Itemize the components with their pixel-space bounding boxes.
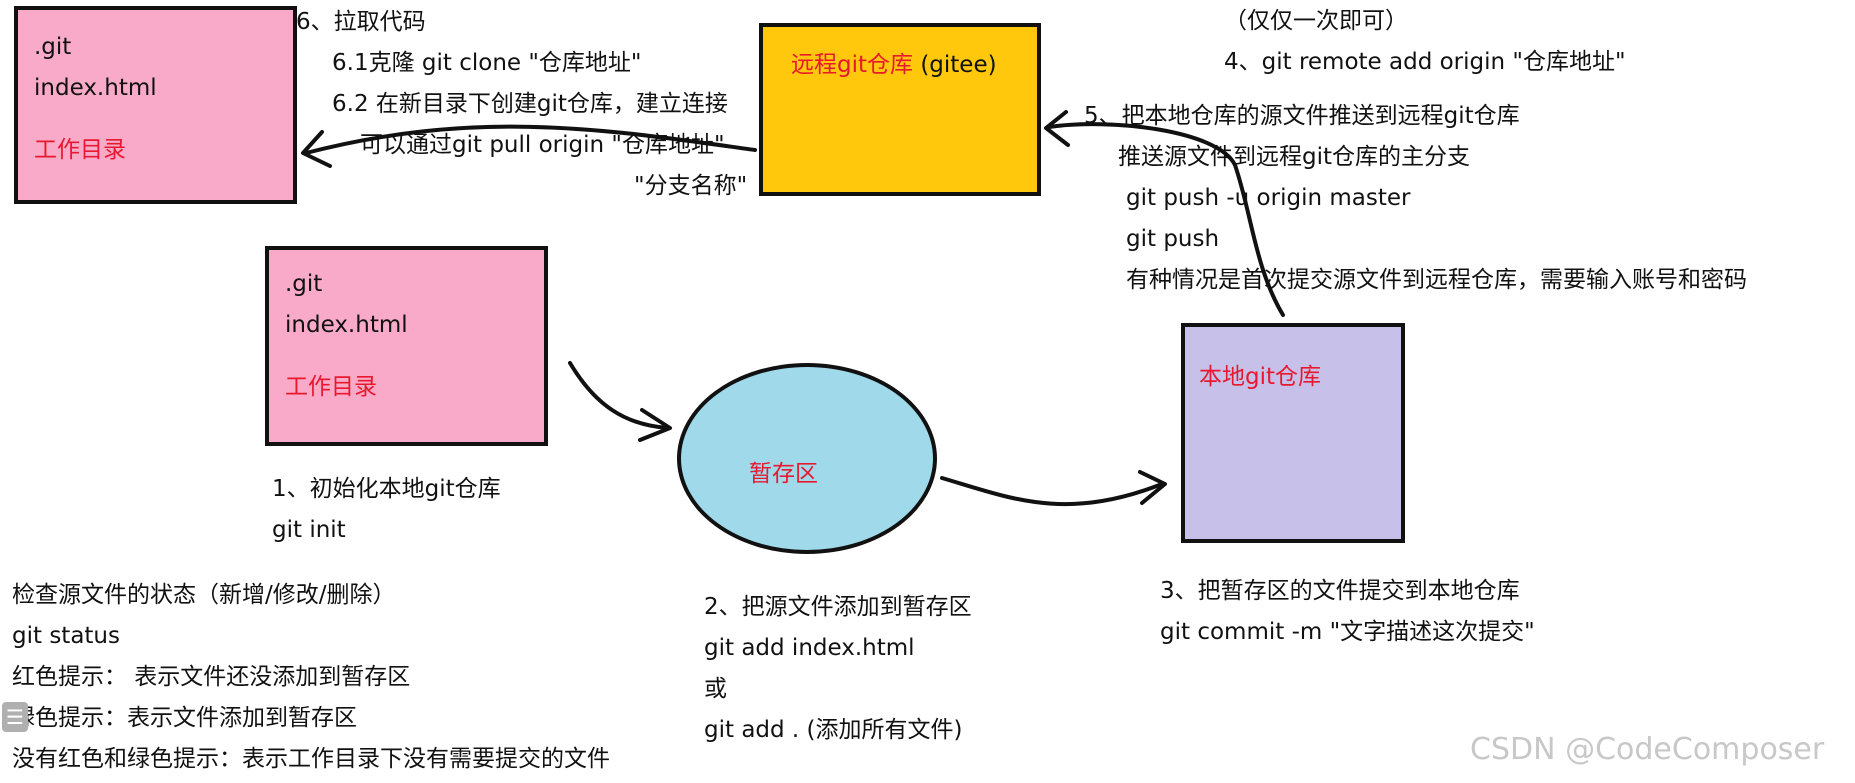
step5-note: 有种情况是首次提交源文件到远程仓库，需要输入账号和密码	[1126, 267, 1747, 293]
top-workdir-box: .git index.html 工作目录	[14, 6, 297, 204]
step6-clone: 6.1克隆 git clone "仓库地址"	[332, 50, 642, 76]
watermark: CSDN @CodeComposer	[1470, 732, 1825, 767]
status-green-hint: 绿色提示：表示文件添加到暂存区	[12, 705, 357, 731]
mid-workdir-box: .git index.html 工作目录	[265, 246, 548, 446]
step6-branch: "分支名称"	[634, 173, 748, 199]
remote-repo-label-host: (gitee)	[920, 52, 997, 78]
step5-push-u: git push -u origin master	[1126, 185, 1411, 211]
local-repo-label: 本地git仓库	[1199, 364, 1322, 390]
step6-new-repo: 6.2 在新目录下创建git仓库，建立连接	[332, 91, 728, 117]
remote-repo-label-red: 远程git仓库	[791, 52, 914, 78]
remote-repo-box: 远程git仓库 (gitee)	[759, 23, 1041, 196]
menu-lines-icon[interactable]: ☰	[2, 702, 28, 732]
top-workdir-index: index.html	[34, 75, 157, 101]
step1-init: git init	[272, 517, 346, 543]
step6-pull: 可以通过git pull origin "仓库地址"	[360, 132, 725, 158]
top-workdir-label: 工作目录	[34, 137, 126, 163]
arrow-staging-to-local	[940, 476, 1164, 507]
status-command: git status	[12, 623, 120, 649]
step2-or: 或	[704, 676, 727, 702]
mid-workdir-label: 工作目录	[285, 374, 377, 400]
arrowhead-remote-to-workdir	[301, 130, 332, 168]
status-no-hint: 没有红色和绿色提示：表示工作目录下没有需要提交的文件	[12, 746, 610, 772]
mid-workdir-index: index.html	[285, 312, 408, 338]
step3-title: 3、把暂存区的文件提交到本地仓库	[1160, 578, 1520, 604]
arrowhead-local-to-remote	[1044, 110, 1070, 147]
mid-workdir-git: .git	[285, 271, 323, 297]
local-repo-box: 本地git仓库	[1181, 323, 1405, 543]
step2-add-file: git add index.html	[704, 635, 915, 661]
step5-push: git push	[1126, 226, 1220, 252]
staging-label: 暂存区	[749, 461, 818, 487]
top-workdir-git: .git	[34, 34, 72, 60]
arrowhead-workdir-to-staging	[638, 408, 672, 442]
status-title: 检查源文件的状态（新增/修改/删除）	[12, 582, 396, 608]
step2-title: 2、把源文件添加到暂存区	[704, 594, 972, 620]
remote-repo-label: 远程git仓库 (gitee)	[791, 50, 997, 80]
arrow-workdir-to-staging	[568, 361, 670, 430]
arrowhead-staging-to-local	[1138, 470, 1167, 505]
step5-title: 5、把本地仓库的源文件推送到远程git仓库	[1084, 103, 1520, 129]
step5-desc: 推送源文件到远程git仓库的主分支	[1118, 144, 1471, 170]
staging-ellipse: 暂存区	[677, 363, 937, 554]
step2-add-all: git add . (添加所有文件)	[704, 717, 963, 743]
step3-commit: git commit -m "文字描述这次提交"	[1160, 619, 1535, 645]
step4-once: （仅仅一次即可）	[1224, 8, 1408, 34]
step1-title: 1、初始化本地git仓库	[272, 476, 501, 502]
step4-remote-add: 4、git remote add origin "仓库地址"	[1224, 49, 1626, 75]
status-red-hint: 红色提示： 表示文件还没添加到暂存区	[12, 664, 411, 690]
step6-title: 6、拉取代码	[296, 9, 426, 35]
